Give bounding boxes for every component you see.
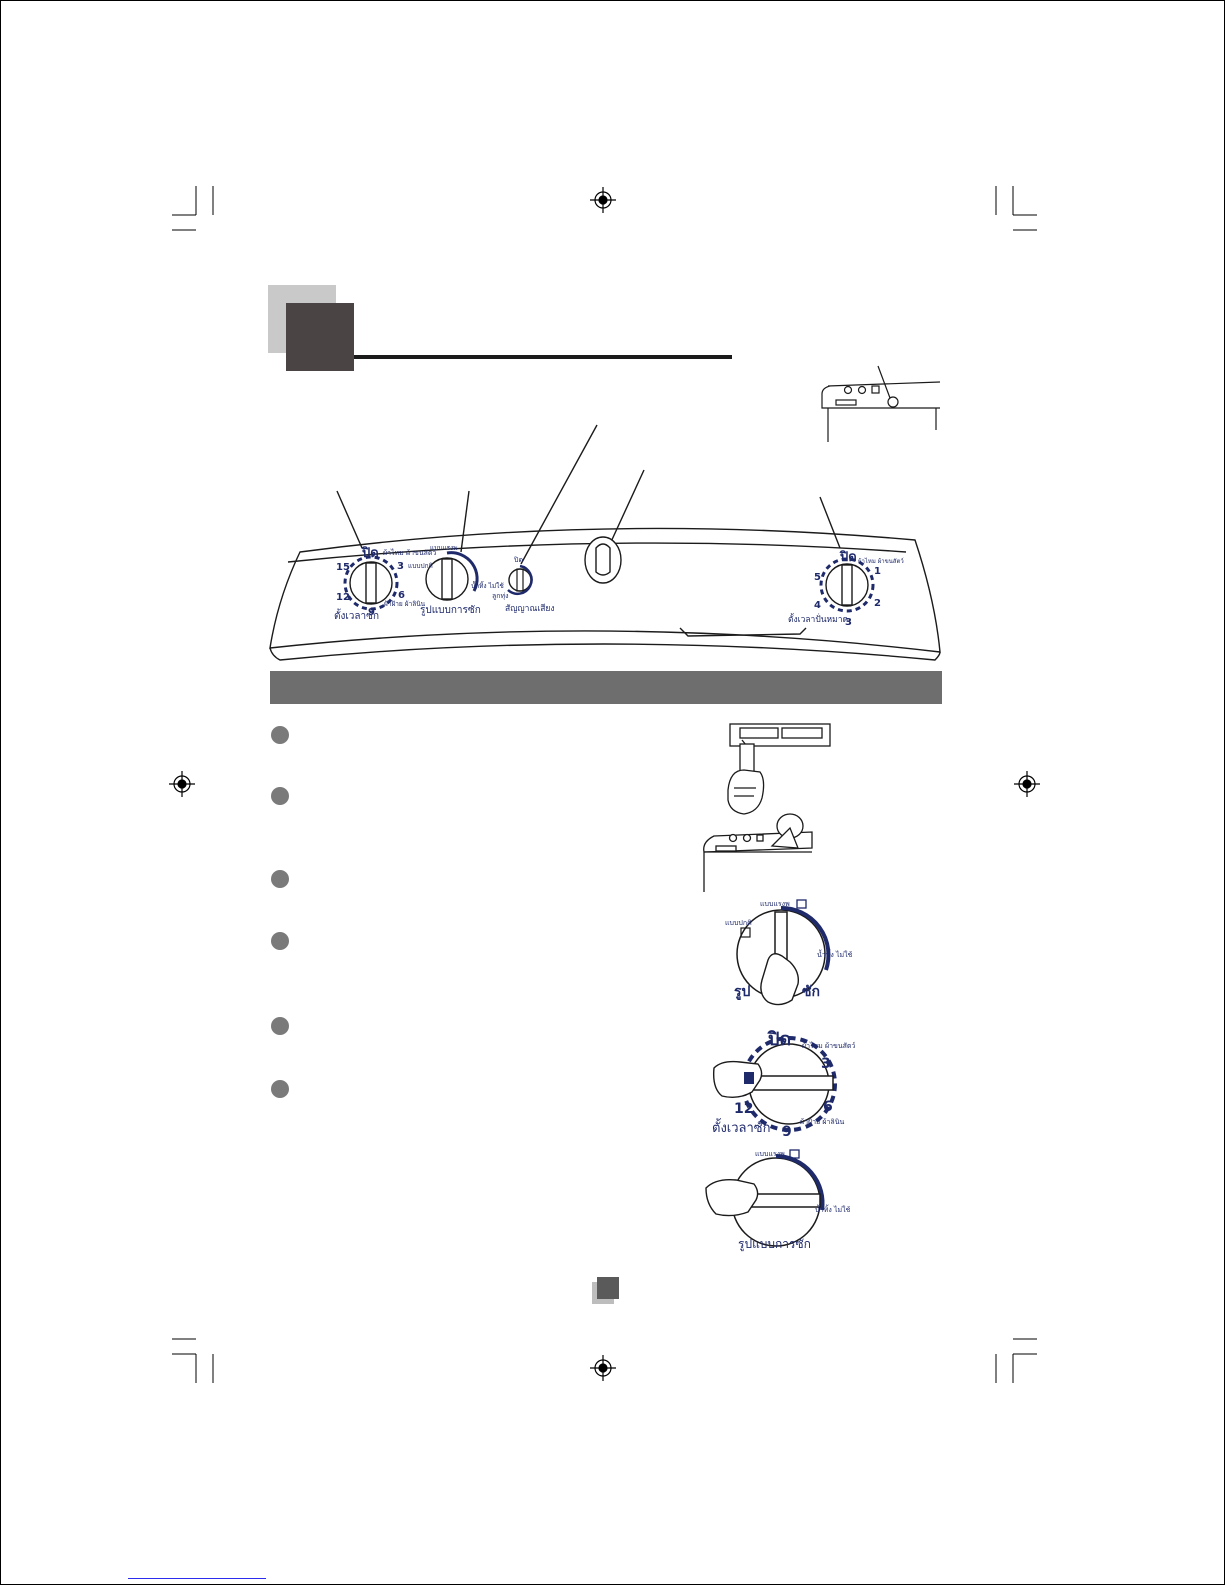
timer-illus-mark-12: 12 (734, 1101, 753, 1117)
wash-mode-option-right: น้ำทิ้ง ไม่ใช้ (471, 581, 504, 590)
spin-timer-mark-2: 2 (874, 598, 881, 609)
wash-timer-mark-15: 15 (336, 562, 350, 573)
wash-timer-label: ตั้งเวลาซัก (334, 608, 379, 622)
mode-turned-right-label: น้ำทิ้ง ไม่ใช้ (815, 1203, 851, 1214)
timer-illus-mark-3: 3 (821, 1056, 831, 1072)
wash-timer-mark-9: 9 (368, 607, 375, 618)
spin-timer-dial (819, 557, 875, 613)
wash-mode-dial-illustration (736, 899, 831, 1006)
spin-timer-label: ตั้งเวลาปั่นหมาด (788, 613, 848, 625)
mode-turned-top-label: แบบแรงพ (755, 1150, 785, 1158)
machine-top-inset (821, 365, 941, 442)
spin-timer-mark-4: 4 (814, 600, 821, 611)
spin-timer-off-label: ปิด (839, 550, 857, 565)
title-underline (354, 355, 732, 359)
title-block-dark (286, 303, 354, 371)
mode-turned-label: รูปแบบการซัก (738, 1237, 811, 1252)
wash-timer-dial-illustration (712, 1036, 837, 1132)
wash-mode-option-left: แบบปกติ (408, 562, 433, 570)
filter-cap (584, 536, 622, 584)
wash-timer-mark-6: 6 (398, 590, 405, 601)
step-bullet-4 (271, 932, 289, 950)
wash-timer-dial (343, 555, 399, 611)
wash-timer-mark-12: 12 (336, 592, 350, 603)
hand-drain-tab-illustration (727, 723, 831, 815)
wash-timer-mark-3: 3 (397, 561, 404, 572)
spin-timer-mark-3: 3 (845, 617, 852, 628)
footer-link-underline (128, 1578, 266, 1579)
spin-timer-mark-1: 1 (874, 566, 881, 577)
mode-illus-right-label: น้ำทิ้ง ไม่ใช้ (817, 948, 853, 959)
buzzer-label: สัญญาณเสียง (505, 603, 555, 614)
section-header-bar (270, 671, 942, 704)
timer-illus-fabric-upper: ผ้าไหม ผ้าขนสัตว์ (802, 1041, 855, 1050)
step-bullet-5 (271, 1017, 289, 1035)
step-bullet-3 (271, 870, 289, 888)
mode-illus-partial-left: รูป (734, 984, 751, 1000)
timer-illus-mark-9: 9 (782, 1124, 792, 1140)
wash-mode-label: รูปแบบการซัก (420, 605, 481, 616)
wash-timer-off-label: ปิด (361, 546, 379, 561)
registration-mark-icon (169, 187, 1040, 1381)
buzzer-knob (507, 564, 533, 595)
spin-timer-mark-5: 5 (814, 572, 821, 583)
mode-illus-left-label: แบบปกติ (725, 919, 752, 927)
wash-mode-dial (425, 551, 479, 601)
timer-illus-label: ตั้งเวลาซัก (712, 1118, 771, 1136)
spin-timer-fabric-label: ผ้าไหม ผ้าขนสัตว์ (858, 557, 904, 565)
wash-mode-option-top: แบบแรงพ (430, 544, 458, 552)
page-number-block (597, 1277, 619, 1299)
timer-illus-mark-6: 6 (823, 1099, 833, 1115)
step-bullet-6 (271, 1080, 289, 1098)
buzzer-off-label: ปิด (514, 556, 523, 564)
wash-mode-dial-turned-illustration (705, 1149, 825, 1247)
timer-illus-off-label: ปิด (767, 1029, 791, 1050)
buzzer-on-label: ลูกทุ่ง (492, 592, 509, 600)
step-bullet-1 (271, 726, 289, 744)
mode-illus-partial-right: ซัก (802, 984, 820, 1000)
wash-timer-fabric-lower: ผ้าฝ้าย ผ้าลินิน (384, 600, 426, 608)
wash-timer-fabric-upper: ผ้าไหม ผ้าขนสัตว์ (383, 548, 436, 557)
step-bullet-2 (271, 787, 289, 805)
machine-lid-illustration (703, 813, 813, 892)
mode-illus-top-label: แบบแรงพ (760, 900, 790, 908)
timer-illus-fabric-lower: ผ้าฝ้าย ผ้าลินิน (800, 1118, 844, 1126)
